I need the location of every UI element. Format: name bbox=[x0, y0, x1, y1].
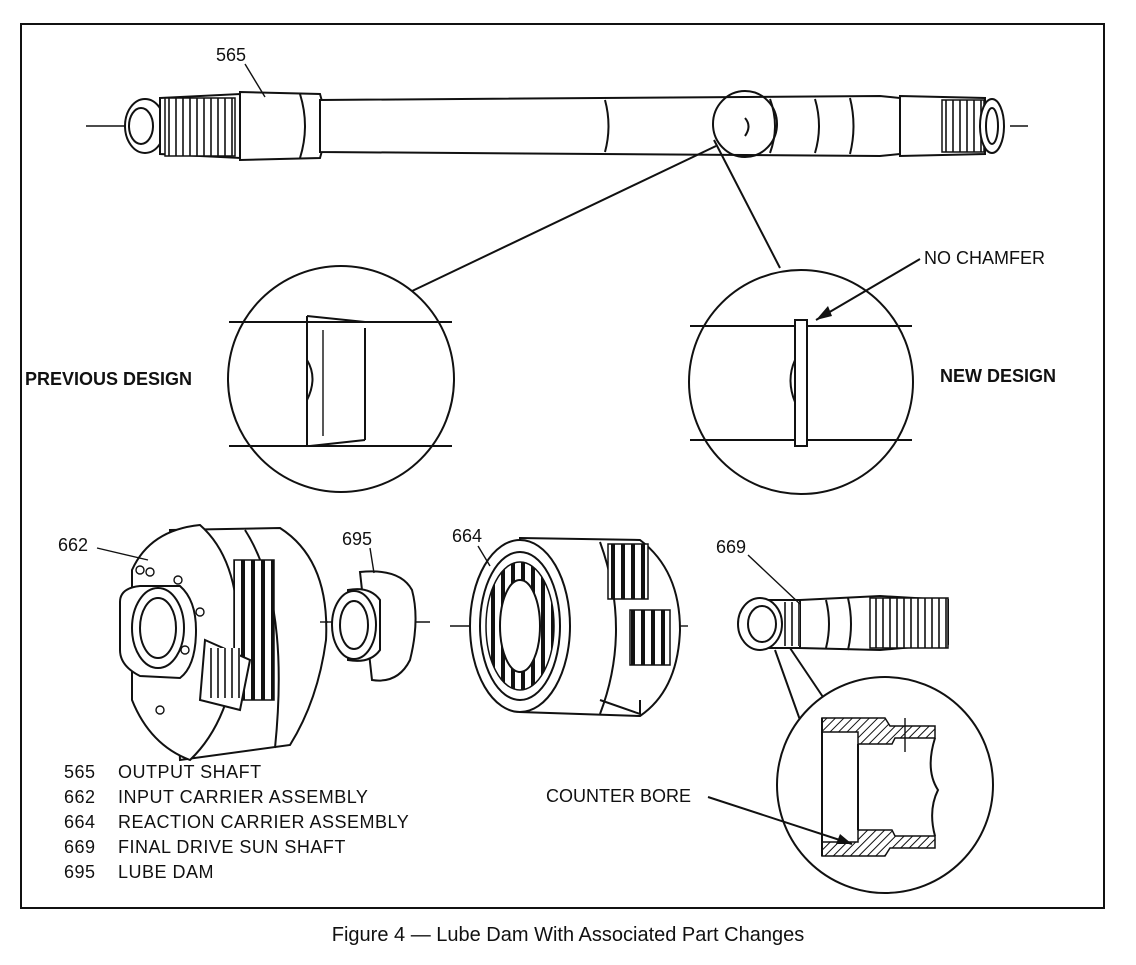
sun-shaft-drawing bbox=[737, 594, 949, 652]
legend-name: FINAL DRIVE SUN SHAFT bbox=[118, 837, 346, 857]
label-new-design: NEW DESIGN bbox=[940, 366, 1056, 386]
reaction-carrier-drawing bbox=[450, 536, 688, 718]
callout-664: 664 bbox=[452, 526, 482, 546]
legend-name: LUBE DAM bbox=[118, 862, 214, 882]
previous-design-detail bbox=[227, 265, 455, 493]
legend-num: 669 bbox=[64, 837, 96, 857]
callout-662: 662 bbox=[58, 535, 88, 555]
label-counter-bore: COUNTER BORE bbox=[546, 786, 691, 806]
label-no-chamfer: NO CHAMFER bbox=[924, 248, 1045, 268]
figure-caption: Figure 4 — Lube Dam With Associated Part… bbox=[331, 924, 805, 946]
legend-num: 565 bbox=[64, 762, 96, 782]
callout-669: 669 bbox=[716, 537, 746, 557]
legend-num: 662 bbox=[64, 787, 96, 807]
legend-num: 664 bbox=[64, 812, 96, 832]
legend-name: REACTION CARRIER ASSEMBLY bbox=[118, 812, 409, 832]
output-shaft-drawing bbox=[86, 90, 1028, 162]
legend-name: OUTPUT SHAFT bbox=[118, 762, 262, 782]
counter-bore-detail bbox=[776, 676, 994, 894]
figure-frame bbox=[20, 23, 1105, 909]
legend-num: 695 bbox=[64, 862, 96, 882]
input-carrier-drawing bbox=[119, 523, 328, 762]
callout-695: 695 bbox=[342, 529, 372, 549]
label-previous-design: PREVIOUS DESIGN bbox=[25, 369, 192, 389]
lube-dam-drawing bbox=[320, 570, 430, 682]
new-design-detail bbox=[688, 269, 914, 495]
no-chamfer-leader bbox=[815, 258, 921, 321]
callout-565: 565 bbox=[216, 45, 246, 65]
legend-name: INPUT CARRIER ASSEMBLY bbox=[118, 787, 368, 807]
counter-bore-leader bbox=[707, 796, 853, 845]
parts-legend: 565 OUTPUT SHAFT 662 INPUT CARRIER ASSEM… bbox=[64, 762, 409, 882]
